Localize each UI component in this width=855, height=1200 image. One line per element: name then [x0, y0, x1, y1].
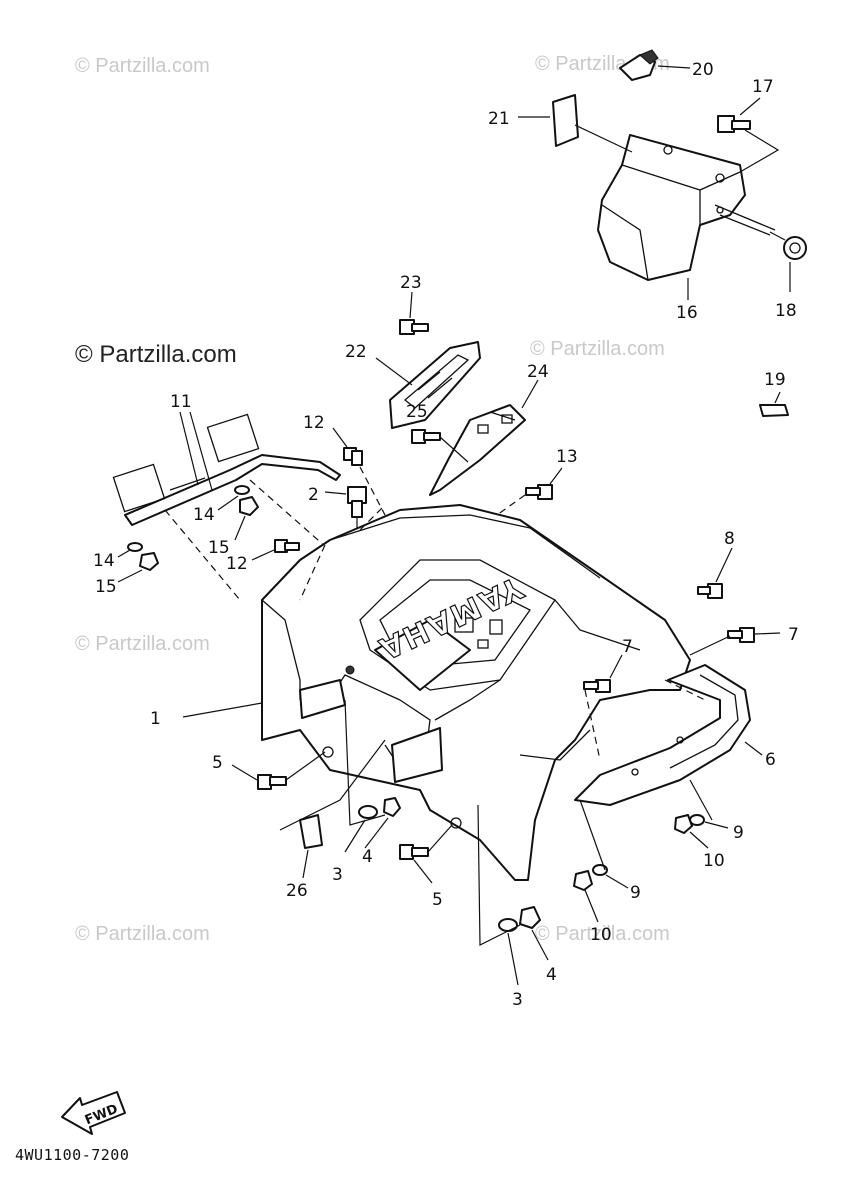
callout-4: 4	[546, 965, 557, 985]
callout-24: 24	[527, 362, 549, 382]
callout-6: 6	[765, 750, 776, 770]
callout-12: 12	[303, 413, 325, 433]
watermark: © Partzilla.com	[530, 338, 665, 360]
watermark: © Partzilla.com	[535, 923, 670, 945]
part-13-bolt	[525, 484, 553, 500]
callout-5: 5	[212, 753, 223, 773]
callout-15: 15	[95, 577, 117, 597]
callout-17: 17	[752, 77, 774, 97]
part-26-flap	[299, 814, 323, 849]
callout-3: 3	[512, 990, 523, 1010]
callout-1: 1	[150, 709, 161, 729]
callout-9: 9	[630, 883, 641, 903]
part-3-washer	[358, 805, 518, 932]
part-24-bracket	[429, 404, 526, 496]
part-5-bolt	[257, 774, 429, 860]
callout-18: 18	[775, 301, 797, 321]
callout-8: 8	[724, 529, 735, 549]
callout-14: 14	[93, 551, 115, 571]
part-4-nut	[383, 797, 541, 929]
callout-7: 7	[622, 637, 633, 657]
callout-15: 15	[208, 538, 230, 558]
part-15-nut	[139, 496, 259, 571]
part-11-grab-bar	[112, 413, 341, 526]
part-23-bolt	[399, 319, 429, 335]
callout-26: 26	[286, 881, 308, 901]
callout-14: 14	[193, 505, 215, 525]
part-21-label	[552, 94, 579, 147]
callout-5: 5	[432, 890, 443, 910]
callout-11: 11	[170, 392, 192, 412]
watermark: © Partzilla.com	[75, 55, 210, 77]
callout-9: 9	[733, 823, 744, 843]
callout-7: 7	[788, 625, 799, 645]
part-20-clip	[619, 49, 659, 81]
watermark: © Partzilla.com	[75, 923, 210, 945]
watermarks: © Partzilla.com © Partzilla.com © Partzi…	[75, 53, 670, 945]
part-7-bolt	[583, 627, 755, 693]
part-16-cover	[597, 134, 776, 281]
callout-21: 21	[488, 109, 510, 129]
part-17-bolt	[717, 115, 780, 173]
part-12-bolt	[274, 447, 363, 553]
callout-22: 22	[345, 342, 367, 362]
callouts: 1 2 3 3 4 4 5 5 6 7 7 8 9 9 10 10 11 12 …	[93, 60, 799, 1010]
callout-2: 2	[308, 485, 319, 505]
callout-25: 25	[406, 402, 428, 422]
callout-16: 16	[676, 303, 698, 323]
part-19-pad	[759, 404, 789, 417]
part-10-nut	[573, 814, 693, 891]
callout-20: 20	[692, 60, 714, 80]
part-2-bolt	[347, 486, 367, 518]
callout-10: 10	[590, 925, 612, 945]
diagram-code: 4WU1100-7200	[15, 1146, 130, 1164]
part-25-bolt	[411, 429, 441, 444]
part-1-rear-fender: YAMAHA	[261, 504, 691, 881]
callout-19: 19	[764, 370, 786, 390]
fwd-arrow-icon: FWD	[61, 1091, 126, 1135]
callout-3: 3	[332, 865, 343, 885]
part-14-washer	[127, 485, 250, 552]
part-22-plate	[389, 341, 481, 429]
callout-12: 12	[226, 554, 248, 574]
part-18-nut	[783, 236, 807, 260]
callout-13: 13	[556, 447, 578, 467]
callout-23: 23	[400, 273, 422, 293]
part-8-bolt	[697, 583, 723, 599]
callout-4: 4	[362, 847, 373, 867]
watermark: © Partzilla.com	[75, 633, 210, 655]
part-6-mudguard	[574, 664, 751, 806]
callout-10: 10	[703, 851, 725, 871]
watermark-dark: © Partzilla.com	[75, 341, 237, 368]
